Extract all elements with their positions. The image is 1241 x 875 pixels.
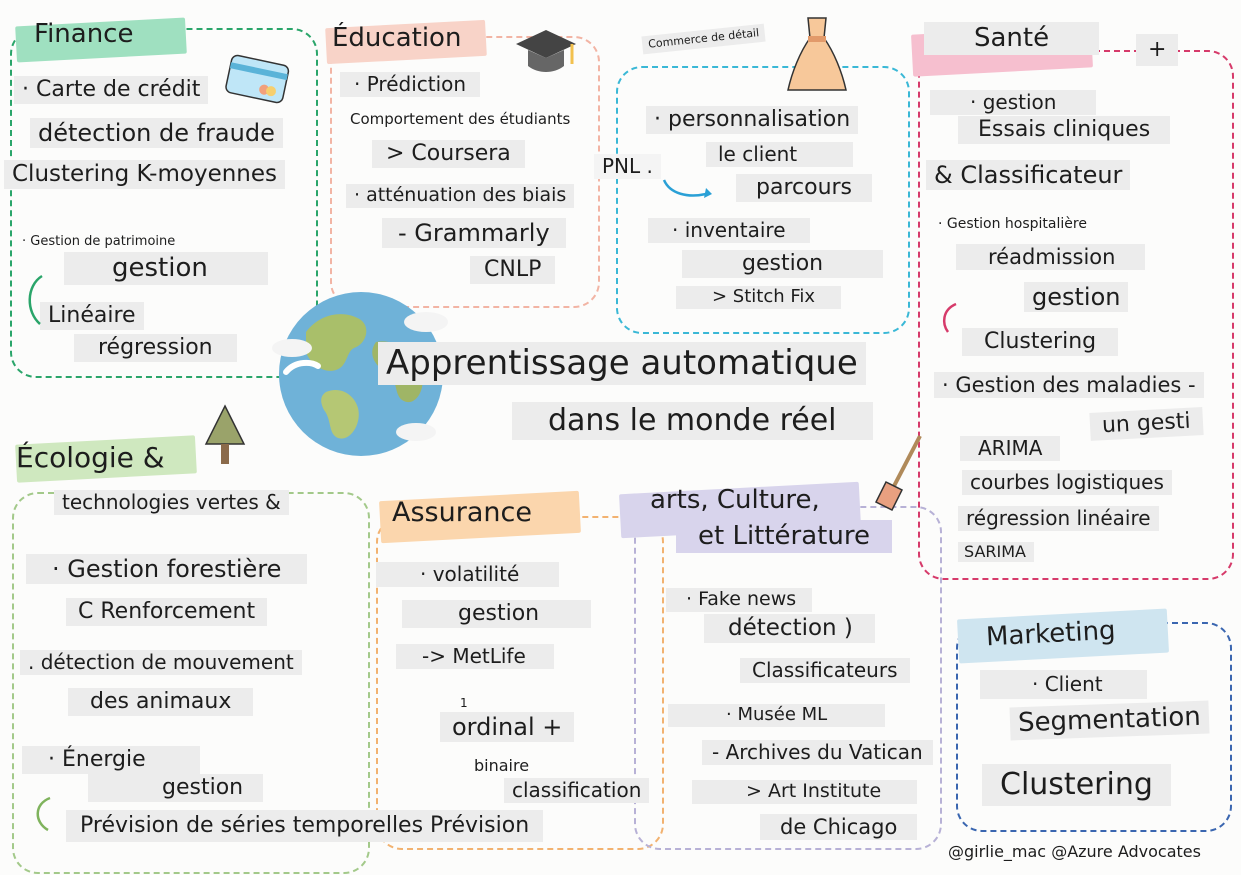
finance-item: gestion: [64, 252, 268, 285]
credit-card-icon: [225, 54, 290, 104]
health-item: régression linéaire: [958, 506, 1159, 531]
retail-item: le client: [706, 142, 854, 167]
ecology-item: . détection de mouvement: [20, 650, 302, 675]
health-item: Clustering: [962, 328, 1119, 356]
education-item: > Coursera: [372, 140, 525, 168]
arts-item: · Musée ML: [668, 704, 886, 727]
health-item: · Gestion hospitalière: [938, 216, 1087, 232]
arts-item: Classificateurs: [740, 658, 910, 683]
health-item: SARIMA: [958, 542, 1034, 562]
arts-heading-line1: arts, Culture,: [650, 485, 820, 515]
arrow-icon: [36, 796, 51, 832]
finance-item: Clustering K-moyennes: [4, 160, 286, 189]
arts-item: de Chicago: [760, 814, 918, 841]
graduation-cap-icon: [516, 30, 576, 72]
health-item: · gestion: [930, 90, 1097, 115]
arrow-icon: [942, 302, 957, 333]
marketing-item: · Client: [980, 670, 1147, 699]
education-item: Comportement des étudiants: [350, 110, 571, 128]
ecology-item: technologies vertes &: [54, 490, 289, 515]
health-plus: +: [1136, 34, 1179, 66]
insurance-item: binaire: [474, 756, 530, 775]
health-item: courbes logistiques: [962, 470, 1172, 495]
insurance-item: -> MetLife: [396, 644, 554, 669]
health-item: gestion: [1024, 282, 1129, 312]
retail-heading: Commerce de détail: [641, 23, 766, 55]
health-item: ARIMA: [960, 436, 1061, 461]
finance-item: régression: [74, 334, 237, 362]
arts-heading-line2: et Littérature: [676, 520, 892, 553]
education-item: - Grammarly: [382, 218, 566, 248]
ecology-item: gestion: [88, 774, 264, 802]
retail-pnl: PNL .: [594, 154, 661, 179]
ecology-item: · Gestion forestière: [26, 554, 308, 584]
finance-item: · Gestion de patrimoine: [22, 234, 176, 249]
ecology-item: des animaux: [68, 688, 254, 716]
finance-item: détection de fraude: [30, 118, 283, 148]
insurance-item: gestion: [402, 600, 592, 628]
ecology-item: · Énergie: [22, 746, 200, 774]
arrow-icon: [28, 274, 43, 325]
retail-item: · inventaire: [648, 218, 810, 243]
health-item: un gesti: [1089, 407, 1204, 441]
health-heading: Santé: [924, 22, 1100, 55]
ecology-item: Prévision de séries temporelles Prévisio…: [66, 810, 544, 842]
education-item: · atténuation des biais: [346, 184, 575, 208]
brush-icon: [874, 435, 922, 512]
author-credit: @girlie_mac @Azure Advocates: [948, 842, 1201, 861]
education-item: CNLP: [470, 256, 556, 284]
marketing-item: Clustering: [982, 764, 1171, 806]
retail-item: parcours: [736, 174, 873, 202]
insurance-item: ordinal +: [440, 712, 575, 742]
insurance-item: · volatilité: [376, 562, 560, 587]
insurance-item: 1: [460, 696, 468, 710]
arrow-icon: [662, 179, 712, 198]
main-title-line2: dans le monde réel: [512, 402, 873, 440]
arts-item: détection ): [704, 614, 875, 643]
tree-icon: [204, 404, 246, 464]
main-title-line1: Apprentissage automatique: [378, 342, 866, 385]
education-heading: Éducation: [332, 23, 462, 53]
dress-icon: [787, 17, 847, 91]
health-item: réadmission: [956, 244, 1146, 271]
arts-item: · Fake news: [666, 588, 813, 612]
ecology-heading: Écologie &: [16, 441, 165, 474]
ecology-item: C Renforcement: [66, 598, 268, 626]
arts-item: > Art Institute: [692, 780, 918, 804]
insurance-heading: Assurance: [392, 497, 532, 528]
arts-item: - Archives du Vatican: [702, 740, 933, 765]
retail-item: gestion: [682, 250, 884, 278]
finance-heading: Finance: [34, 19, 134, 49]
retail-frame: [616, 66, 910, 334]
health-item: Essais cliniques: [958, 116, 1171, 144]
insurance-item: classification: [504, 778, 650, 803]
education-item: · Prédiction: [340, 72, 481, 97]
health-item: & Classificateur: [926, 160, 1131, 190]
marketing-item: Segmentation: [1009, 700, 1210, 740]
finance-item: · Carte de crédit: [14, 76, 209, 104]
retail-item: · personnalisation: [646, 106, 859, 134]
finance-item: Linéaire: [40, 302, 144, 330]
retail-item: > Stitch Fix: [676, 286, 842, 309]
health-item: · Gestion des maladies -: [934, 372, 1204, 399]
